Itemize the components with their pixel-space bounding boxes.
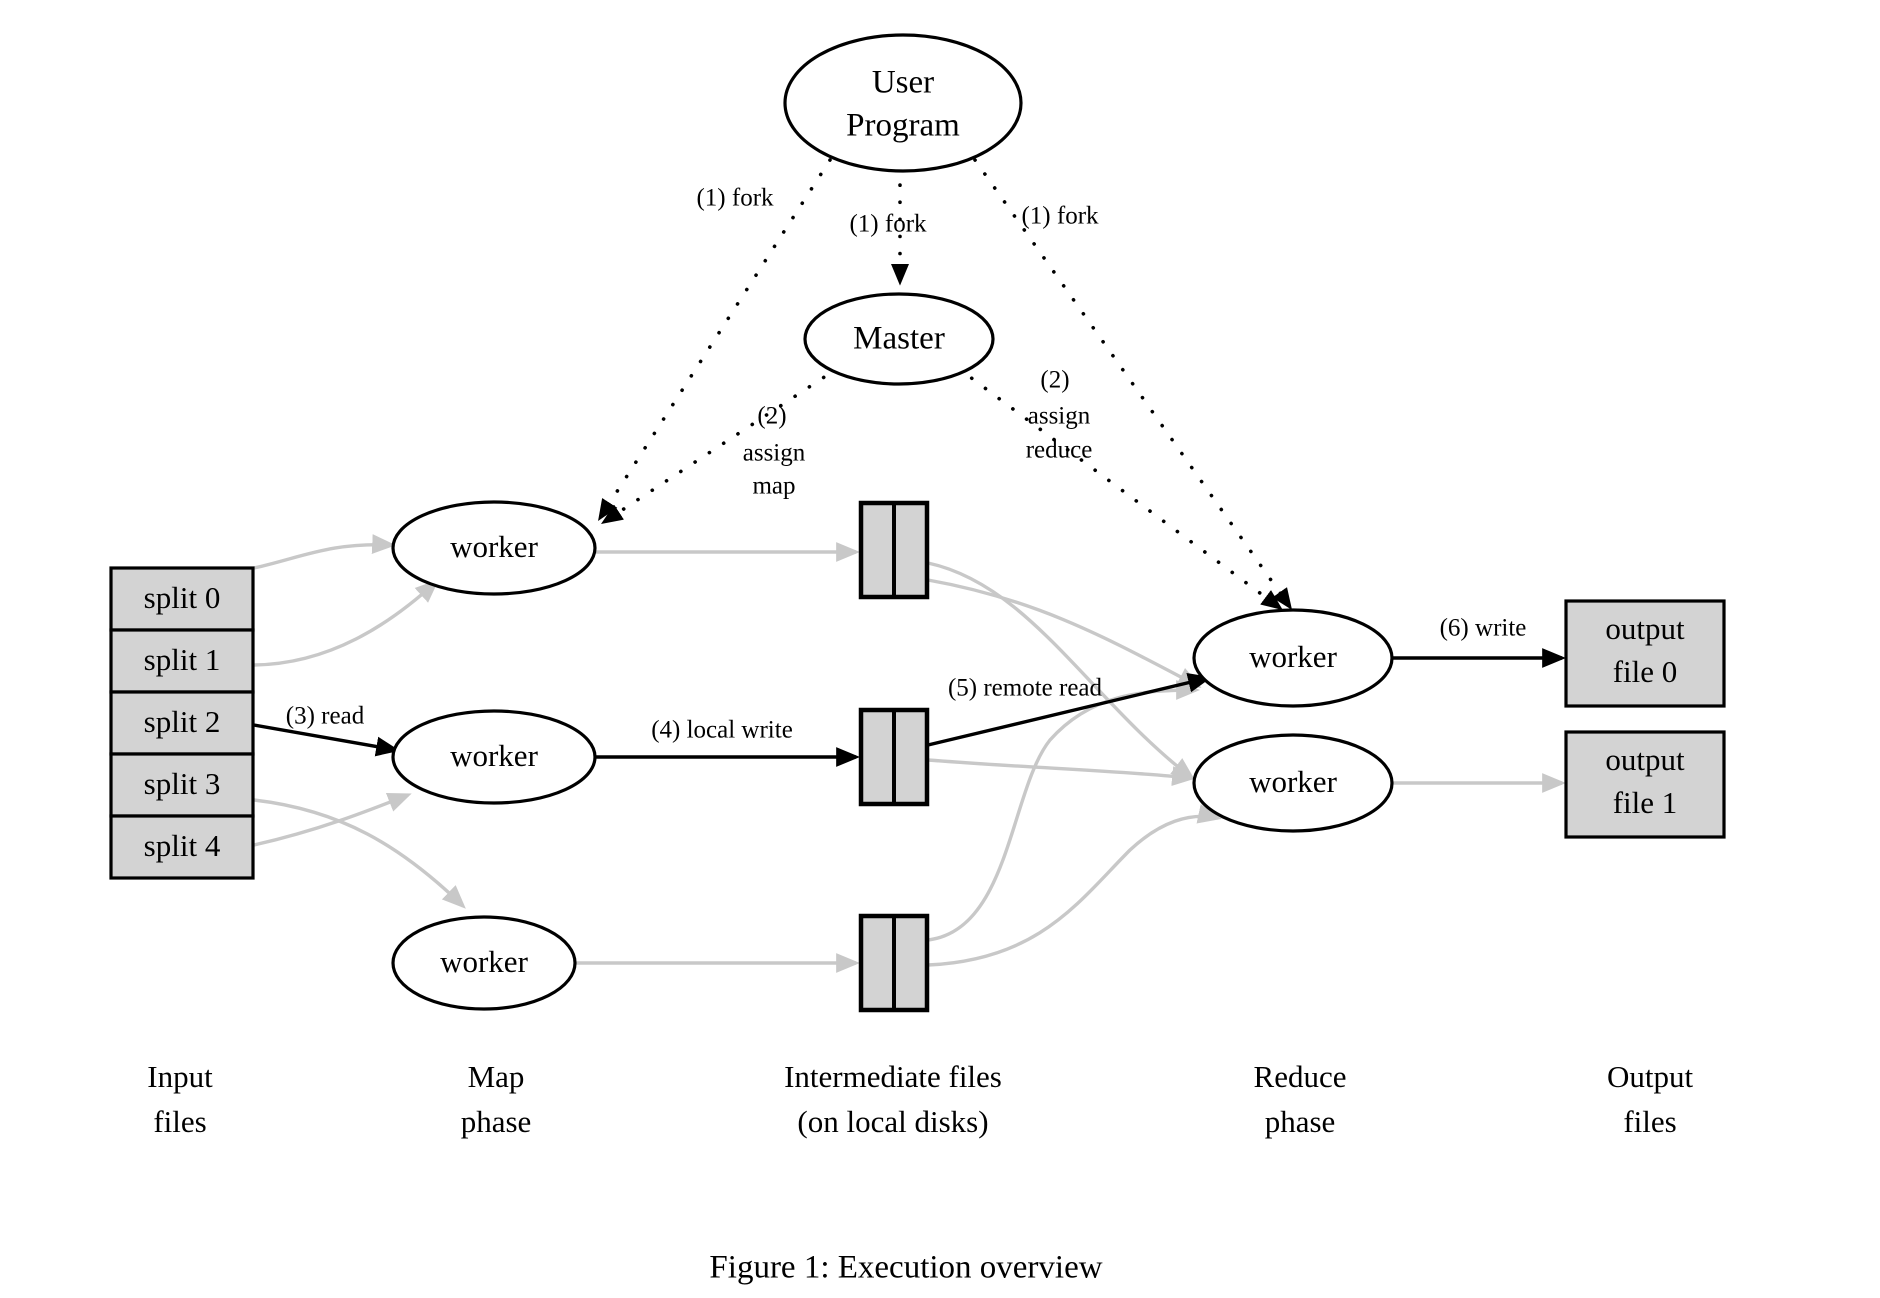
split-box-1[interactable] <box>109 628 255 694</box>
map-worker-2-ellipse[interactable] <box>391 709 597 805</box>
split-label-0: split 0 <box>144 580 221 615</box>
reduce-worker-node-2[interactable]: worker <box>1192 733 1394 833</box>
stage-label-reduce-line1: Reduce <box>1254 1059 1347 1094</box>
split-box-0[interactable] <box>109 566 255 632</box>
label-assign-map-line1: assign <box>743 440 806 467</box>
label-assign-map-number: (2) <box>757 403 786 430</box>
stage-label-map-line2: phase <box>461 1104 532 1139</box>
split-label-2: split 2 <box>144 704 221 739</box>
edge-intermediate-1-to-reduce-worker-1 <box>927 578 1202 688</box>
edge-split1-to-map-worker-1 <box>253 579 439 667</box>
label-read: (3) read <box>286 703 365 730</box>
edge-split2-to-map-worker-2-read <box>253 723 400 757</box>
stage-label-reduce-line2: phase <box>1265 1104 1336 1139</box>
label-assign-reduce-number: (2) <box>1040 367 1069 394</box>
edge-intermediate-3-to-reduce-worker-1 <box>927 680 1200 942</box>
user-program-ellipse[interactable] <box>783 33 1023 173</box>
label-fork-right: (1) fork <box>1021 203 1099 230</box>
stage-label-intermediate-line1: Intermediate files <box>784 1059 1002 1094</box>
edge-label-group: (1) fork (1) fork (1) fork (2) assign ma… <box>286 185 1527 744</box>
stage-label-map-line1: Map <box>468 1059 525 1094</box>
intermediate-files-group <box>858 500 930 1013</box>
edge-split0-to-map-worker-1 <box>253 534 396 570</box>
split-box-4[interactable] <box>109 814 255 880</box>
map-worker-node-1[interactable]: worker <box>391 500 597 596</box>
reduce-worker-2-ellipse[interactable] <box>1192 733 1394 833</box>
map-worker-1-label: worker <box>450 529 538 564</box>
black-edge-group <box>253 648 1566 767</box>
split-box-3[interactable] <box>109 752 255 818</box>
map-worker-node-3[interactable]: worker <box>391 915 577 1011</box>
label-fork-left: (1) fork <box>696 185 774 212</box>
stage-label-output-line1: Output <box>1607 1059 1694 1094</box>
edge-intermediate-2-to-reduce-worker-1-remote-read <box>927 672 1212 747</box>
edge-intermediate-3-to-reduce-worker-2-alt <box>927 804 1222 967</box>
output-file-0-line1: output <box>1605 611 1685 646</box>
output-files-group: output file 0 output file 1 <box>1564 599 1726 839</box>
split-label-3: split 3 <box>144 766 221 801</box>
user-program-line2: Program <box>846 108 960 144</box>
map-worker-3-label: worker <box>440 944 528 979</box>
reduce-worker-1-label: worker <box>1249 639 1337 674</box>
output-file-box-1[interactable]: output file 1 <box>1564 730 1726 839</box>
label-local-write: (4) local write <box>651 717 793 744</box>
label-assign-reduce-line1: assign <box>1028 403 1091 430</box>
map-worker-2-label: worker <box>450 738 538 773</box>
input-files-stack: split 0 split 1 split 2 split 3 split 4 <box>109 566 255 880</box>
stage-label-output-line2: files <box>1623 1104 1676 1139</box>
label-write: (6) write <box>1440 615 1527 642</box>
user-program-node[interactable]: User Program <box>783 33 1023 173</box>
label-remote-read: (5) remote read <box>948 675 1103 702</box>
figure-caption: Figure 1: Execution overview <box>709 1250 1102 1286</box>
stage-label-input-line2: files <box>153 1104 206 1139</box>
reduce-worker-node-1[interactable]: worker <box>1192 608 1394 708</box>
stage-label-intermediate-line2: (on local disks) <box>797 1104 988 1139</box>
master-node[interactable]: Master <box>803 292 995 386</box>
map-worker-3-ellipse[interactable] <box>391 915 577 1011</box>
edge-split4-to-map-worker-2 <box>253 793 412 847</box>
label-assign-reduce-line2: reduce <box>1026 437 1093 464</box>
output-file-box-0[interactable]: output file 0 <box>1564 599 1726 708</box>
split-label-4: split 4 <box>144 828 221 863</box>
user-program-line1: User <box>872 65 934 101</box>
label-fork-center: (1) fork <box>849 211 927 238</box>
edge-master-to-reduce-worker-1-assign-reduce <box>956 366 1283 611</box>
reduce-worker-1-ellipse[interactable] <box>1192 608 1394 708</box>
intermediate-file-box-2[interactable] <box>858 707 930 807</box>
master-label: Master <box>853 321 945 357</box>
edge-intermediate-2-to-reduce-worker-2 <box>927 758 1196 786</box>
edge-split3-to-map-worker-3 <box>253 798 466 909</box>
map-worker-node-2[interactable]: worker <box>391 709 597 805</box>
stage-label-input-line1: Input <box>147 1059 213 1094</box>
intermediate-file-box-1[interactable] <box>858 500 930 600</box>
master-ellipse[interactable] <box>803 292 995 386</box>
dotted-edge-group <box>598 158 1293 611</box>
map-worker-1-ellipse[interactable] <box>391 500 597 596</box>
reduce-worker-2-label: worker <box>1249 764 1337 799</box>
intermediate-file-box-3[interactable] <box>858 913 930 1013</box>
label-assign-map-line2: map <box>752 473 795 500</box>
edge-user-program-to-reduce-worker-1-fork <box>973 158 1293 610</box>
stage-label-group: Input files Map phase Intermediate files… <box>147 1059 1693 1139</box>
edge-intermediate-1-to-reduce-worker-2 <box>927 561 1196 781</box>
output-file-1-line2: file 1 <box>1613 785 1678 820</box>
output-file-1-line1: output <box>1605 742 1685 777</box>
output-file-0-line2: file 0 <box>1613 654 1678 689</box>
split-label-1: split 1 <box>144 642 221 677</box>
